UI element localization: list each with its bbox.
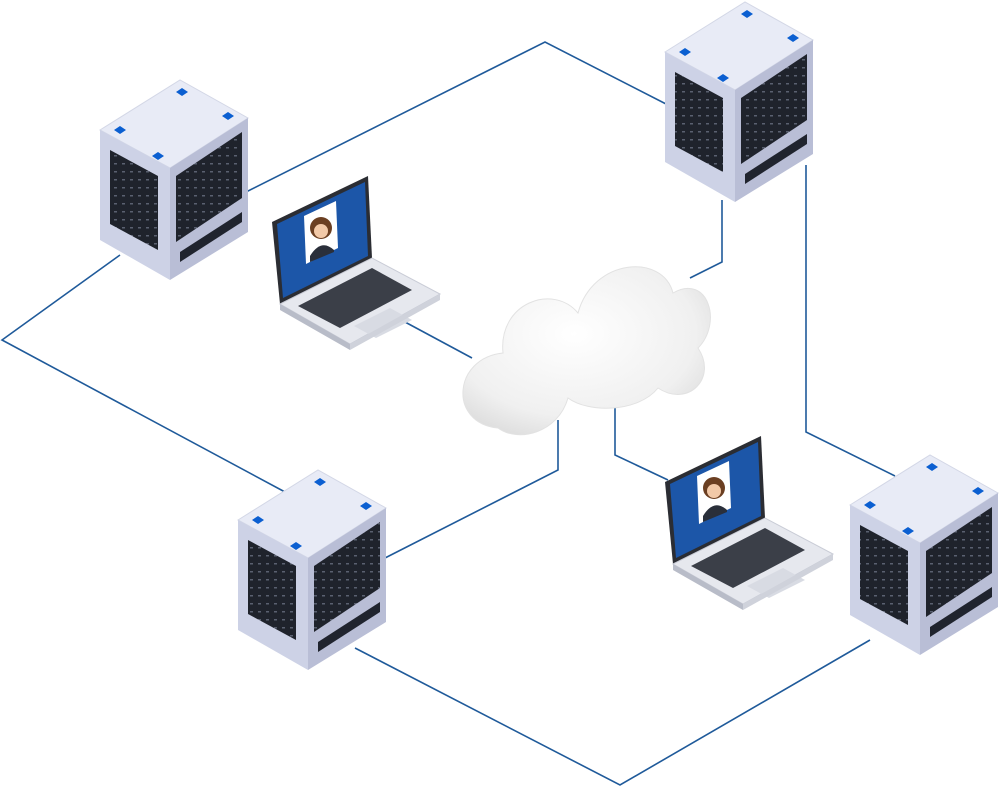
cloud-center-cloud xyxy=(462,266,711,436)
link-server-top-left-to-server-bottom-left xyxy=(0,254,286,493)
link-server-bottom-left-to-server-bottom-right xyxy=(354,639,871,786)
link-server-top-right-to-cloud-center xyxy=(689,200,723,279)
link-laptop-right-to-cloud-center xyxy=(614,395,669,481)
server-top-right-server xyxy=(664,1,814,202)
server-bottom-left-server xyxy=(237,469,387,670)
link-server-top-left-to-server-top-right xyxy=(239,41,669,196)
laptop-left-laptop xyxy=(272,176,442,350)
laptop-right-laptop xyxy=(665,436,835,610)
connection-lines xyxy=(0,41,896,786)
server-top-left-server xyxy=(99,79,249,280)
link-laptop-left-to-cloud-center xyxy=(404,321,473,359)
link-server-bottom-left-to-cloud-center xyxy=(384,420,559,559)
link-server-top-right-to-server-bottom-right xyxy=(805,165,896,477)
network-nodes xyxy=(99,1,999,670)
server-bottom-right-server xyxy=(849,454,999,655)
